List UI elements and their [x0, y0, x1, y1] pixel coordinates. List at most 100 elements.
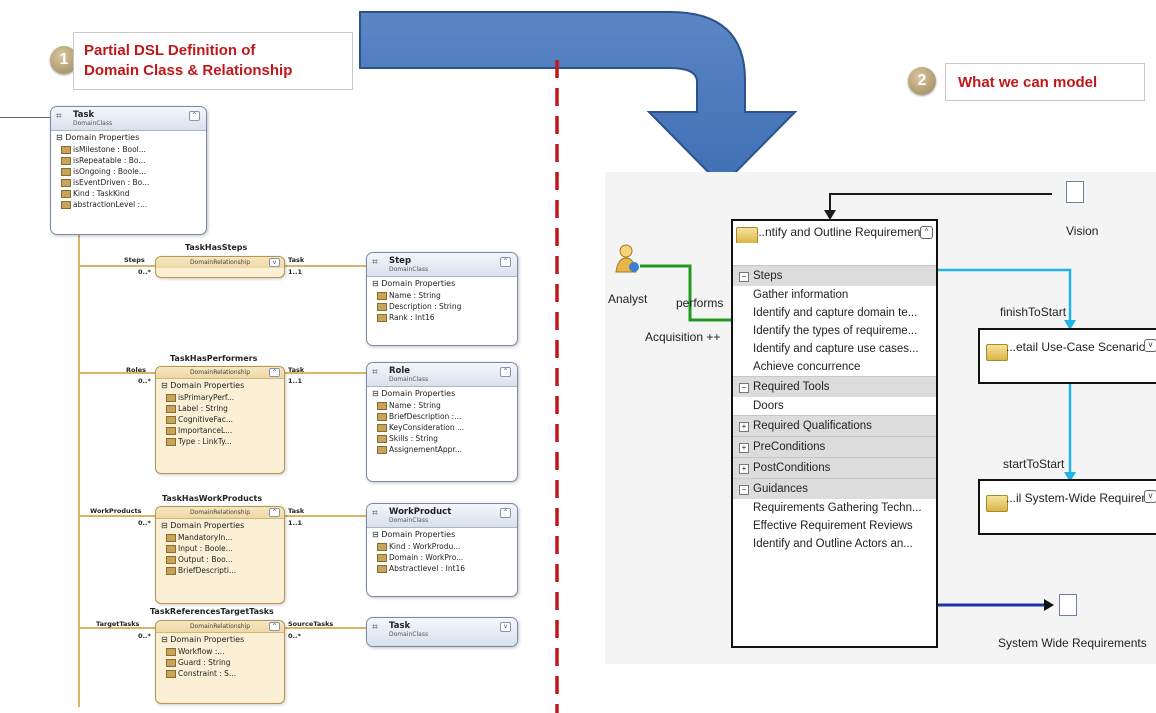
collapse-icon[interactable]: ^ — [920, 226, 933, 239]
class-name: Step — [389, 256, 412, 266]
relation-section-label: Domain Properties — [170, 635, 245, 644]
target-mult: 1..1 — [288, 377, 302, 385]
detail-usecase-task[interactable]: ...etail Use-Case Scenarios v — [978, 328, 1156, 384]
compartment-label: PreConditions — [753, 441, 826, 453]
expand-icon[interactable]: v — [1144, 490, 1156, 503]
compartment-label: PostConditions — [753, 462, 831, 474]
compartment-header[interactable]: +Required Qualifications — [733, 415, 936, 436]
analyst-role-icon[interactable] — [614, 242, 642, 276]
relation-prop: Constraint : S... — [156, 668, 284, 679]
acquisition-label: Acquisition ++ — [645, 330, 721, 344]
relation-section: ⊟ Domain Properties — [161, 381, 245, 390]
analyst-label: Analyst — [608, 292, 648, 306]
compartment-header[interactable]: + PostConditions — [733, 457, 936, 478]
class-icon: ⌗ — [372, 367, 378, 378]
expand-icon[interactable]: v — [1144, 339, 1156, 352]
class-prop: Skills : String — [367, 433, 517, 444]
expand-icon[interactable]: + — [739, 422, 749, 432]
target-role: Task — [288, 366, 305, 374]
task-class[interactable]: ⌗ Task DomainClass ^ ⊟ Domain Properties… — [50, 106, 207, 235]
task-prop: isEventDriven : Bo... — [51, 177, 206, 188]
compartment-item[interactable]: Doors — [753, 400, 784, 412]
finish-to-start-label: finishToStart — [1000, 305, 1067, 319]
class-prop: Kind : WorkProdu... — [367, 541, 517, 552]
compartment-item[interactable]: Identify the types of requireme... — [753, 325, 918, 337]
collapse-icon[interactable]: − — [739, 383, 749, 393]
class-prop: Domain : WorkPro... — [367, 552, 517, 563]
class-type: DomainClass — [389, 376, 429, 383]
class-name: Task — [389, 621, 411, 631]
expand-icon[interactable]: + — [739, 464, 749, 474]
compartment-header[interactable]: + PreConditions — [733, 436, 936, 457]
transition-arrow — [359, 11, 798, 188]
task-section: ⊟ Domain Properties — [56, 133, 140, 142]
compartment-header[interactable]: −Steps — [733, 265, 936, 286]
divider-dashed-line — [555, 60, 559, 713]
compartment-item[interactable]: Effective Requirement Reviews — [753, 520, 913, 532]
compartment-item[interactable]: Identify and Outline Actors an... — [753, 538, 913, 550]
task-class-type: DomainClass — [73, 120, 113, 127]
collapse-icon[interactable]: − — [739, 485, 749, 495]
task-section-label: Domain Properties — [65, 133, 140, 142]
collapse-icon[interactable]: ^ — [269, 622, 280, 631]
spine-line — [78, 232, 80, 707]
relation-prop: BriefDescripti... — [156, 565, 284, 576]
relation-prop: Label : String — [156, 403, 284, 414]
source-role: Steps — [124, 256, 145, 264]
compartment-header[interactable]: −Guidances — [733, 478, 936, 499]
compartment-item[interactable]: Gather information — [753, 289, 849, 301]
compartment-item[interactable]: Identify and capture use cases... — [753, 343, 919, 355]
system-wide-task[interactable]: ...il System-Wide Requirer v — [978, 479, 1156, 535]
compartment-item[interactable]: Requirements Gathering Techn... — [753, 502, 922, 514]
role-class[interactable]: ⌗ Role DomainClass ^ ⊟ Domain Properties… — [366, 362, 518, 482]
target-mult: 1..1 — [288, 519, 302, 527]
relation-section: ⊟ Domain Properties — [161, 635, 245, 644]
relation-box[interactable]: DomainRelationship^ ⊟ Domain Properties … — [155, 620, 285, 704]
task-folder-icon — [736, 227, 758, 243]
relation-prop: Output : Boo... — [156, 554, 284, 565]
collapse-icon[interactable]: ^ — [500, 367, 511, 377]
class-section-label: Domain Properties — [381, 279, 456, 288]
step-class[interactable]: ⌗ Step DomainClass ^ ⊟ Domain Properties… — [366, 252, 518, 346]
performs-label: performs — [676, 296, 724, 310]
collapse-icon[interactable]: ^ — [500, 508, 511, 518]
collapse-icon[interactable]: ^ — [269, 508, 280, 517]
detail-task-title: ...etail Use-Case Scenarios — [1006, 340, 1152, 354]
target-role: SourceTasks — [288, 620, 334, 628]
relation-box[interactable]: DomainRelationship^ ⊟ Domain Properties … — [155, 366, 285, 474]
class-type: DomainClass — [389, 266, 429, 273]
relation-prop: Workflow :... — [156, 646, 284, 657]
relation-box[interactable]: DomainRelationship^ ⊟ Domain Properties … — [155, 506, 285, 604]
class-name: WorkProduct — [389, 507, 452, 517]
system-requirements-document-icon[interactable] — [1059, 594, 1077, 616]
source-role: Roles — [126, 366, 146, 374]
source-task-class[interactable]: ⌗ Task DomainClass v — [366, 617, 518, 647]
relation-head: DomainRelationship — [189, 369, 251, 376]
collapse-icon[interactable]: ^ — [500, 257, 511, 267]
compartment-header[interactable]: −Required Tools — [733, 376, 936, 397]
source-mult: 0..* — [138, 519, 151, 527]
workproduct-class[interactable]: ⌗ WorkProduct DomainClass ^ ⊟ Domain Pro… — [366, 503, 518, 597]
compartment-item[interactable]: Achieve concurrence — [753, 361, 861, 373]
expand-icon[interactable]: v — [500, 622, 511, 632]
class-prop: Name : String — [367, 400, 517, 411]
dsl-callout-line2: Domain Class & Relationship — [84, 62, 293, 79]
task-folder-icon — [986, 344, 1008, 361]
source-role: TargetTasks — [96, 620, 140, 628]
collapse-icon[interactable]: − — [739, 272, 749, 282]
collapse-icon[interactable]: ^ — [189, 111, 200, 121]
expand-icon[interactable]: + — [739, 443, 749, 453]
vision-label: Vision — [1066, 224, 1099, 238]
target-mult: 0..* — [288, 632, 301, 640]
vision-document-icon[interactable] — [1066, 181, 1084, 203]
compartment-label: Steps — [753, 270, 783, 282]
collapse-icon[interactable]: ^ — [269, 368, 280, 377]
relation-section-label: Domain Properties — [170, 521, 245, 530]
model-connectors — [640, 193, 1076, 611]
task-element[interactable]: ...ntify and Outline Requirement ^ −Step… — [731, 219, 938, 648]
compartment-item[interactable]: Identify and capture domain te... — [753, 307, 918, 319]
relation-head: DomainRelationship — [189, 509, 251, 516]
expand-icon[interactable]: v — [269, 258, 280, 267]
